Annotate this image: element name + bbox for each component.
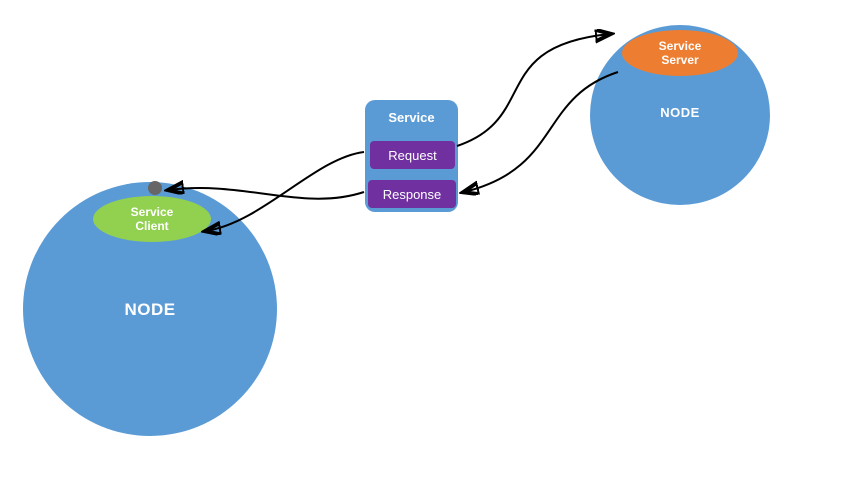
response-box: Response [368, 180, 456, 208]
request-box: Request [370, 141, 455, 169]
request-to-server-arrow [456, 34, 610, 147]
service-server-ellipse: Service Server [622, 30, 738, 76]
client-node-label: NODE [124, 300, 176, 319]
service-server-label-line1: Service [658, 38, 702, 53]
response-label: Response [382, 186, 442, 202]
server-node-label: NODE [660, 105, 700, 120]
service-server-label-line2: Server [661, 53, 699, 67]
service-box-title: Service [388, 110, 435, 125]
connection-point-dot [148, 181, 162, 195]
service-client-label-line1: Service [130, 204, 174, 219]
service-client-ellipse: Service Client [93, 196, 211, 242]
request-label: Request [388, 147, 437, 163]
service-client-label-line2: Client [135, 219, 169, 233]
